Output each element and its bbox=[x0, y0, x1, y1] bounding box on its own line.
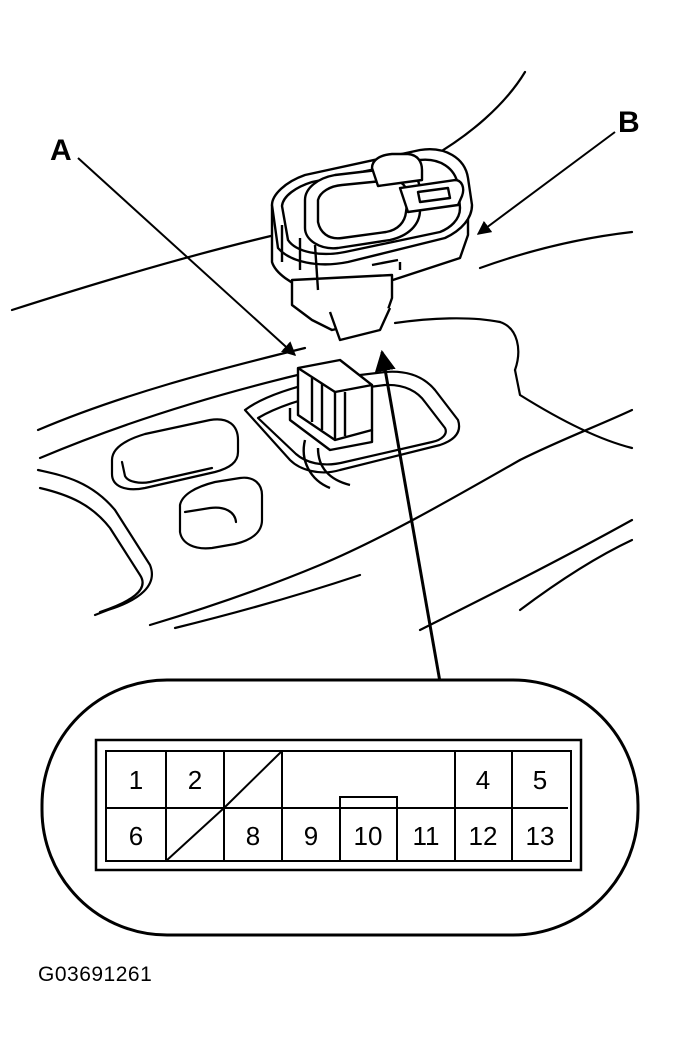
pin-4: 4 bbox=[476, 765, 490, 795]
leader-a-arrow bbox=[77, 157, 297, 356]
harness-connector bbox=[288, 358, 374, 490]
blank-cavity-bottom bbox=[165, 807, 225, 862]
leader-b-arrow bbox=[476, 131, 616, 235]
pin-12: 12 bbox=[469, 821, 498, 851]
blank-cavity-top bbox=[223, 750, 283, 809]
callout-label-b: B bbox=[618, 106, 640, 139]
callout-label-a: A bbox=[50, 134, 72, 167]
connector-face-inner bbox=[105, 750, 572, 862]
pin-2: 2 bbox=[188, 765, 202, 795]
door-panel-outline bbox=[10, 70, 634, 632]
switch-assembly bbox=[270, 148, 474, 342]
connector-detail-callout: 1 2 4 5 6 8 9 10 11 12 13 bbox=[40, 678, 640, 937]
pin-5: 5 bbox=[533, 765, 547, 795]
detail-pointer-arrow bbox=[374, 349, 442, 683]
pin-11: 11 bbox=[413, 821, 440, 851]
leader-lines bbox=[77, 131, 616, 683]
pin-6: 6 bbox=[129, 821, 143, 851]
pin-8: 8 bbox=[246, 821, 260, 851]
figure-code: G03691261 bbox=[38, 963, 153, 986]
pin-9: 9 bbox=[304, 821, 318, 851]
pin-10: 10 bbox=[354, 821, 383, 851]
pin-13: 13 bbox=[526, 821, 555, 851]
connector-face-outer bbox=[94, 738, 583, 872]
pin-1: 1 bbox=[129, 765, 143, 795]
